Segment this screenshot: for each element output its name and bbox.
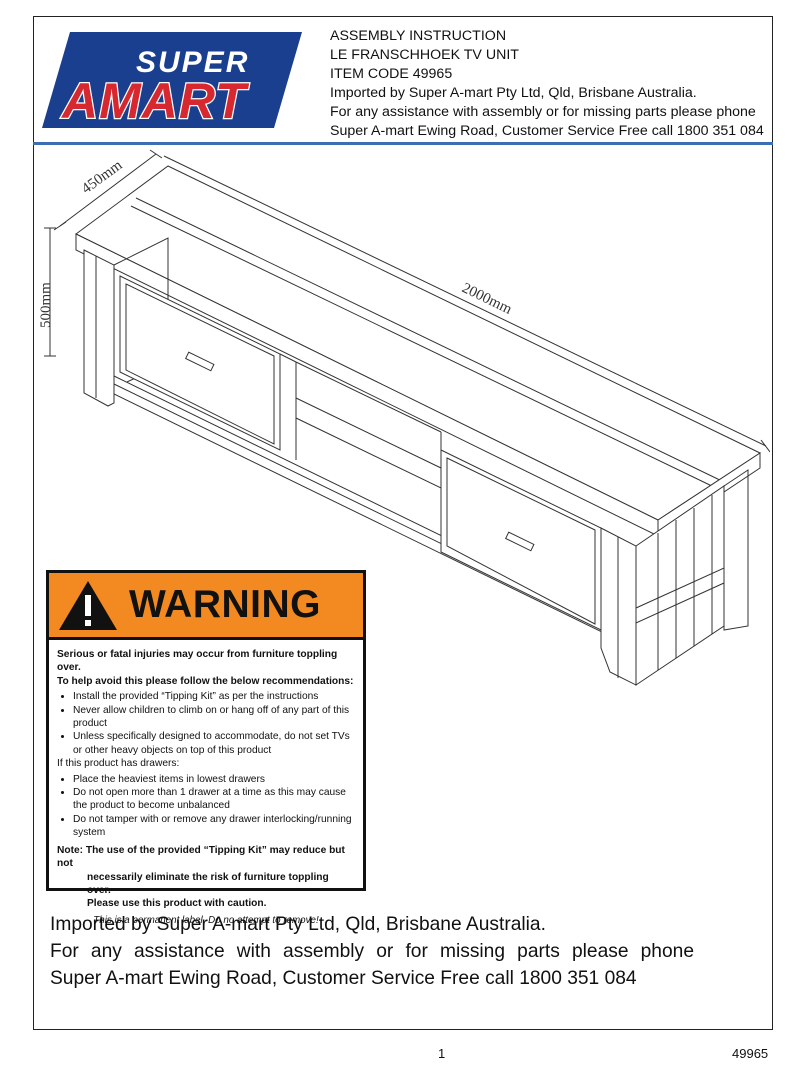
- warning-note-line-3: Please use this product with caution.: [87, 898, 267, 910]
- warning-intro-line-2: To help avoid this please follow the bel…: [57, 675, 354, 687]
- warning-intro-line-1: Serious or fatal injuries may occur from…: [57, 649, 338, 674]
- warning-body: Serious or fatal injuries may occur from…: [49, 640, 363, 927]
- warning-label: WARNING Serious or fatal injuries may oc…: [46, 570, 366, 926]
- footer-line-importer: Imported by Super A-mart Pty Ltd, Qld, B…: [50, 914, 546, 935]
- header-line-product: LE FRANSCHHOEK TV UNIT: [330, 47, 519, 63]
- header-line-importer: Imported by Super A-mart Pty Ltd, Qld, B…: [330, 85, 697, 101]
- warning-title: WARNING: [129, 583, 321, 626]
- header-divider: [33, 142, 773, 145]
- footer-item-code: 49965: [732, 1046, 769, 1061]
- dimension-height-label: 500mm: [38, 282, 54, 328]
- logo-word-super: SUPER: [136, 46, 249, 79]
- footer-line-assistance: For any assistance with assembly or for …: [50, 941, 694, 962]
- warning-footer: This is a permanent label. Do no attempt…: [93, 914, 319, 926]
- warning-bullet: Install the provided “Tipping Kit” as pe…: [73, 690, 355, 703]
- warning-bullet: Place the heaviest items in lowest drawe…: [73, 773, 355, 786]
- warning-triangle-icon: [59, 581, 117, 630]
- warning-bullet: Do not open more than 1 drawer at a time…: [73, 786, 355, 813]
- header-info: ASSEMBLY INSTRUCTION LE FRANSCHHOEK TV U…: [330, 27, 770, 141]
- logo-word-amart: AMART: [60, 73, 250, 129]
- header-line-assistance: For any assistance with assembly or for …: [330, 104, 756, 120]
- header-line-item-code: ITEM CODE 49965: [330, 66, 453, 82]
- warning-list-general: Install the provided “Tipping Kit” as pe…: [57, 690, 355, 757]
- super-amart-logo: SUPER AMART: [42, 32, 302, 130]
- warning-note-line-1: Note: The use of the provided “Tipping K…: [57, 844, 345, 870]
- page-number: 1: [438, 1046, 446, 1061]
- page-border: [33, 16, 773, 1030]
- warning-bullet: Unless specifically designed to accommod…: [73, 730, 355, 757]
- warning-drawer-heading: If this product has drawers:: [57, 758, 180, 770]
- tv-unit-illustration: 450mm 500mm 2000mm: [38, 149, 770, 686]
- warning-bullet: Do not tamper with or remove any drawer …: [73, 813, 355, 840]
- header-line-title: ASSEMBLY INSTRUCTION: [330, 28, 507, 44]
- warning-list-drawers: Place the heaviest items in lowest drawe…: [57, 773, 355, 840]
- footer-contact: Imported by Super A-mart Pty Ltd, Qld, B…: [50, 911, 694, 992]
- warning-bullet: Never allow children to climb on or hang…: [73, 704, 355, 731]
- warning-header: WARNING: [49, 573, 363, 640]
- warning-note-line-2: necessarily eliminate the risk of furnit…: [87, 871, 329, 896]
- footer-line-contact: Super A-mart Ewing Road, Customer Servic…: [50, 968, 637, 989]
- header-line-contact: Super A-mart Ewing Road, Customer Servic…: [330, 123, 764, 139]
- dimension-depth-label: 450mm: [79, 157, 126, 197]
